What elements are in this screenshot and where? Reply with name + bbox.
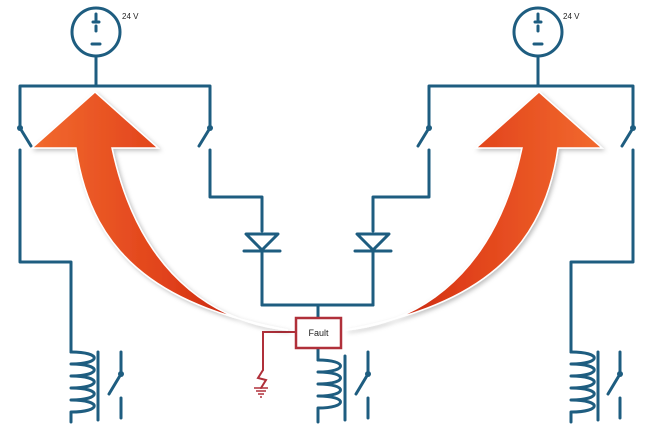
- left-supply-symbol: [70, 6, 122, 58]
- right-relay-contact: [606, 350, 622, 420]
- fault-ground-path: [256, 331, 297, 389]
- left-supply-label: 24 V: [122, 12, 139, 21]
- center-relay-coil: [316, 354, 347, 424]
- right-relay-coil: [569, 350, 600, 424]
- left-supply-wiring: [18, 54, 212, 114]
- right-inner-switch: [371, 110, 431, 233]
- left-outer-switch: [18, 104, 73, 354]
- right-diode: [353, 232, 393, 307]
- right-outer-switch: [569, 104, 635, 354]
- left-curved-arrow: [30, 90, 289, 331]
- center-relay-contact: [354, 350, 370, 420]
- right-curved-arrow: [345, 90, 604, 331]
- left-relay-contact: [107, 350, 123, 420]
- ground-icon: [254, 387, 268, 398]
- left-relay-coil: [69, 350, 100, 424]
- right-supply-label: 24 V: [563, 12, 580, 21]
- right-supply-wiring: [427, 54, 635, 114]
- fault-label: Fault: [308, 328, 329, 338]
- right-supply-symbol: [512, 6, 564, 58]
- switch-pivots: [17, 125, 636, 377]
- left-diode: [242, 232, 282, 307]
- fault-box: [294, 316, 343, 350]
